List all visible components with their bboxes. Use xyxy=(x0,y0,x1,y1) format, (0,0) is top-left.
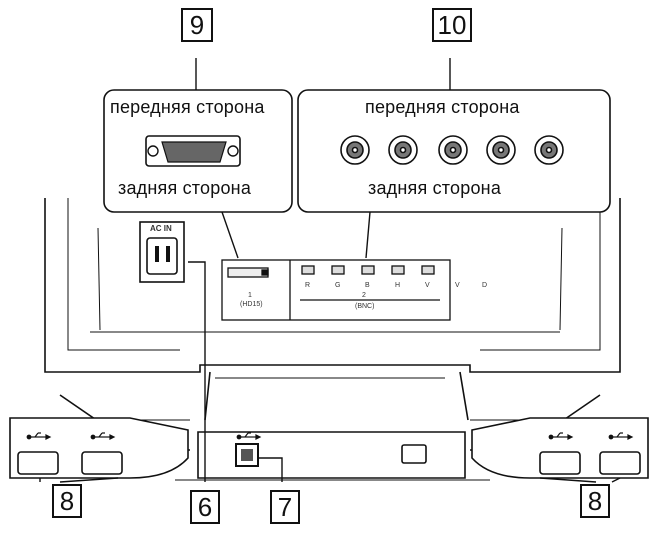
usb-port-right-2 xyxy=(599,451,641,475)
callout-10: 10 xyxy=(432,8,472,42)
callout-panel-bnc xyxy=(297,58,611,259)
ac-in-socket xyxy=(139,221,185,283)
pin-g: G xyxy=(335,282,341,289)
usb-icon xyxy=(26,432,116,440)
callout-panel-vga xyxy=(103,58,293,259)
callout-6: 6 xyxy=(190,490,220,524)
vga-rear-label: задняя сторона xyxy=(118,178,252,198)
usb-upstream-port xyxy=(235,432,262,467)
vga-front-label: передняя сторона xyxy=(110,97,265,117)
usb-hub-right xyxy=(471,417,649,479)
bnc-rear-label: задняя сторона xyxy=(368,178,502,198)
callout-9: 9 xyxy=(181,8,213,42)
input2-sub: (BNC) xyxy=(355,303,375,310)
usb-icon xyxy=(236,432,262,440)
bnc-front-label: передняя сторона xyxy=(365,97,520,117)
input-panel xyxy=(221,259,451,321)
usb-port-right-1 xyxy=(539,451,581,475)
bnc-connectors-icon xyxy=(340,135,564,165)
pin-h: H xyxy=(395,282,401,289)
callout-8-left: 8 xyxy=(52,484,82,518)
ac-in-label: AC IN xyxy=(150,224,172,233)
input2-label: 2 xyxy=(362,292,366,299)
input1-sub: (HD15) xyxy=(240,301,263,308)
callout-8-right: 8 xyxy=(580,484,610,518)
input1-label: 1 xyxy=(248,292,252,299)
extra-letter-d: D xyxy=(482,282,488,289)
pin-v: V xyxy=(425,282,430,289)
usb-port-left-1 xyxy=(17,451,59,475)
callout-7: 7 xyxy=(270,490,300,524)
usb-hub-left xyxy=(9,417,189,479)
extra-letter-v: V xyxy=(455,282,460,289)
vga-connector-icon xyxy=(145,135,241,167)
leader-lines xyxy=(39,261,621,483)
usb-port-left-2 xyxy=(81,451,123,475)
pin-r: R xyxy=(305,282,311,289)
pin-b: B xyxy=(365,282,370,289)
usb-icon xyxy=(548,432,634,440)
